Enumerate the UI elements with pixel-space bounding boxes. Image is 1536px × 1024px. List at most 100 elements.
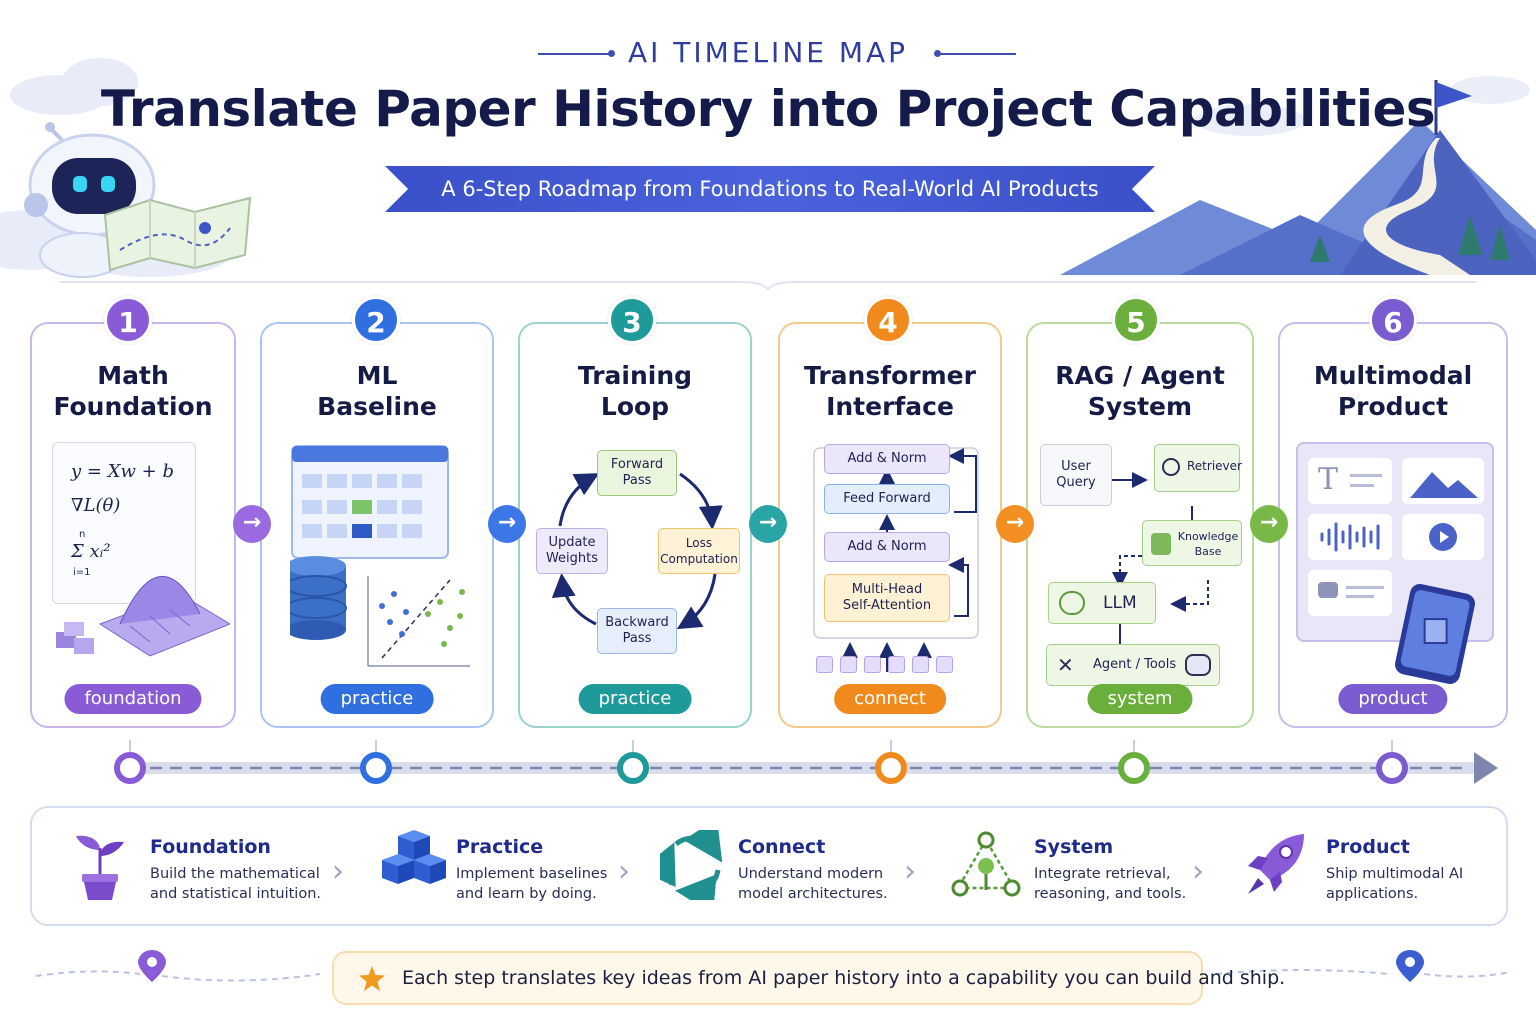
- legend-item-foundation: Foundation Build the mathematical and st…: [72, 808, 332, 928]
- step-number-4: 4: [864, 296, 912, 344]
- add-norm-top-box: Add & Norm: [824, 444, 950, 474]
- image-tile: [1402, 458, 1484, 504]
- star-icon: [359, 966, 385, 991]
- eyebrow-rule-right: [940, 53, 1016, 55]
- step-title: Training Loop: [577, 361, 693, 421]
- next-arrow-icon: →: [488, 505, 526, 543]
- text-icon: T: [1318, 462, 1339, 497]
- chevron-right-icon: ›: [904, 854, 916, 889]
- database-icon: [290, 556, 347, 640]
- tools-icon: ✕: [1057, 653, 1074, 677]
- step-number-3: 3: [608, 296, 656, 344]
- legend-desc: Understand modern model architectures.: [738, 866, 888, 902]
- legend-item-system: System Integrate retrieval, reasoning, a…: [950, 808, 1210, 928]
- cycle-arrows: [551, 472, 723, 630]
- step-title: Multimodal Product: [1313, 361, 1473, 421]
- knowledge-base-label: Knowledge Base: [1177, 530, 1239, 558]
- text-tile: T: [1308, 458, 1392, 504]
- play-icon[interactable]: [1429, 523, 1457, 551]
- formula-sum: Σ xᵢ²: [71, 541, 111, 562]
- waveform-icon: [1320, 522, 1380, 552]
- forward-pass-box: Forward Pass: [597, 450, 677, 496]
- step-number-1: 1: [104, 296, 152, 344]
- subtitle-ribbon: A 6-Step Roadmap from Foundations to Rea…: [385, 166, 1155, 212]
- location-pin-icon: [138, 950, 166, 982]
- backward-pass-box: Backward Pass: [597, 608, 677, 654]
- eyebrow-label: AI TIMELINE MAP: [627, 36, 909, 69]
- step-card-rag-agent-system: RAG / Agent System User Query Retriever …: [1026, 322, 1254, 728]
- step-number-5: 5: [1112, 296, 1160, 344]
- timeline: [129, 740, 1498, 784]
- step-title: Math Foundation: [53, 361, 213, 421]
- timeline-node-4: [875, 752, 907, 784]
- retriever-box: Retriever: [1154, 444, 1242, 492]
- video-tile[interactable]: [1402, 514, 1484, 560]
- legend-desc: Ship multimodal AI applications.: [1326, 866, 1464, 902]
- map-icon: [103, 196, 252, 272]
- step-tag: practice: [320, 684, 434, 714]
- robot-icon: [24, 122, 156, 278]
- cubes-icon: [382, 830, 446, 884]
- network-icon: [951, 831, 1021, 897]
- footer-text: Each step translates key ideas from AI p…: [402, 967, 1286, 989]
- token-embeddings: [812, 648, 956, 678]
- legend-title: System: [1034, 836, 1114, 858]
- magnifier-icon: [1162, 458, 1180, 476]
- cycle-icon: [660, 830, 723, 900]
- update-weights-box: Update Weights: [536, 528, 608, 574]
- step-number-6: 6: [1369, 296, 1417, 344]
- llm-label: LLM: [1103, 593, 1137, 613]
- chevron-right-icon: ›: [1192, 854, 1204, 889]
- llm-box: LLM: [1048, 582, 1156, 624]
- header: AI TIMELINE MAP Translate Paper History …: [0, 0, 1536, 290]
- legend-desc: Build the mathematical and statistical i…: [150, 866, 321, 902]
- step-tag: practice: [578, 684, 692, 714]
- add-norm-bottom-box: Add & Norm: [824, 532, 950, 562]
- legend-title: Product: [1326, 836, 1410, 858]
- plant-icon: [76, 835, 124, 900]
- step-card-multimodal-product: Multimodal Product T: [1278, 322, 1508, 728]
- cube-icon: [1423, 618, 1448, 645]
- feed-forward-box: Feed Forward: [824, 484, 950, 514]
- robot-icon: [1185, 654, 1211, 676]
- scatter-plot-icon: [367, 576, 470, 667]
- chevron-right-icon: ›: [332, 854, 344, 889]
- audio-tile: [1308, 514, 1392, 560]
- step-card-math-foundation: Math Foundation y = Xw + b ∇L(θ) n Σ xᵢ²…: [30, 322, 236, 728]
- legend-panel: Foundation Build the mathematical and st…: [30, 806, 1508, 926]
- eyebrow-dot-left: [608, 50, 615, 57]
- step-card-training-loop: Training Loop Forward Pass Loss Computat…: [518, 322, 752, 728]
- step-tag: foundation: [64, 684, 202, 714]
- page-title: Translate Paper History into Project Cap…: [100, 80, 1436, 138]
- next-arrow-icon: →: [233, 505, 271, 543]
- formula-panel: y = Xw + b ∇L(θ) n Σ xᵢ² i=1: [52, 442, 196, 604]
- brain-icon: [1059, 591, 1085, 615]
- step-card-ml-baseline: ML Baseline practice: [260, 322, 494, 728]
- timeline-node-2: [360, 752, 392, 784]
- step-tag: connect: [834, 684, 946, 714]
- eyebrow-rule-left: [538, 53, 614, 55]
- legend-item-practice: Practice Implement baselines and learn b…: [378, 808, 638, 928]
- location-pin-icon: [1396, 950, 1424, 982]
- footer-decoration: [35, 950, 1511, 982]
- chat-tile: [1308, 570, 1392, 616]
- data-table-icon: [290, 445, 470, 667]
- step-tag: product: [1338, 684, 1448, 714]
- database-icon: [1151, 533, 1171, 555]
- user-query-box: User Query: [1040, 444, 1112, 506]
- image-icon: [1410, 472, 1478, 498]
- header-illustration: [0, 58, 1536, 290]
- multi-head-attention-box: Multi-Head Self-Attention: [824, 574, 950, 622]
- legend-desc: Implement baselines and learn by doing.: [456, 866, 608, 902]
- step-title: ML Baseline: [317, 361, 437, 421]
- timeline-node-1: [114, 752, 146, 784]
- legend-item-connect: Connect Understand modern model architec…: [660, 808, 920, 928]
- app-window: T: [1296, 442, 1494, 642]
- agent-tools-box: ✕ Agent / Tools: [1046, 644, 1220, 686]
- next-arrow-icon: →: [996, 505, 1034, 543]
- eyebrow-dot-right: [934, 50, 941, 57]
- timeline-node-3: [617, 752, 649, 784]
- chat-bubble-icon: [1318, 582, 1338, 598]
- next-arrow-icon: →: [749, 505, 787, 543]
- formula-sum-bottom: i=1: [73, 567, 91, 578]
